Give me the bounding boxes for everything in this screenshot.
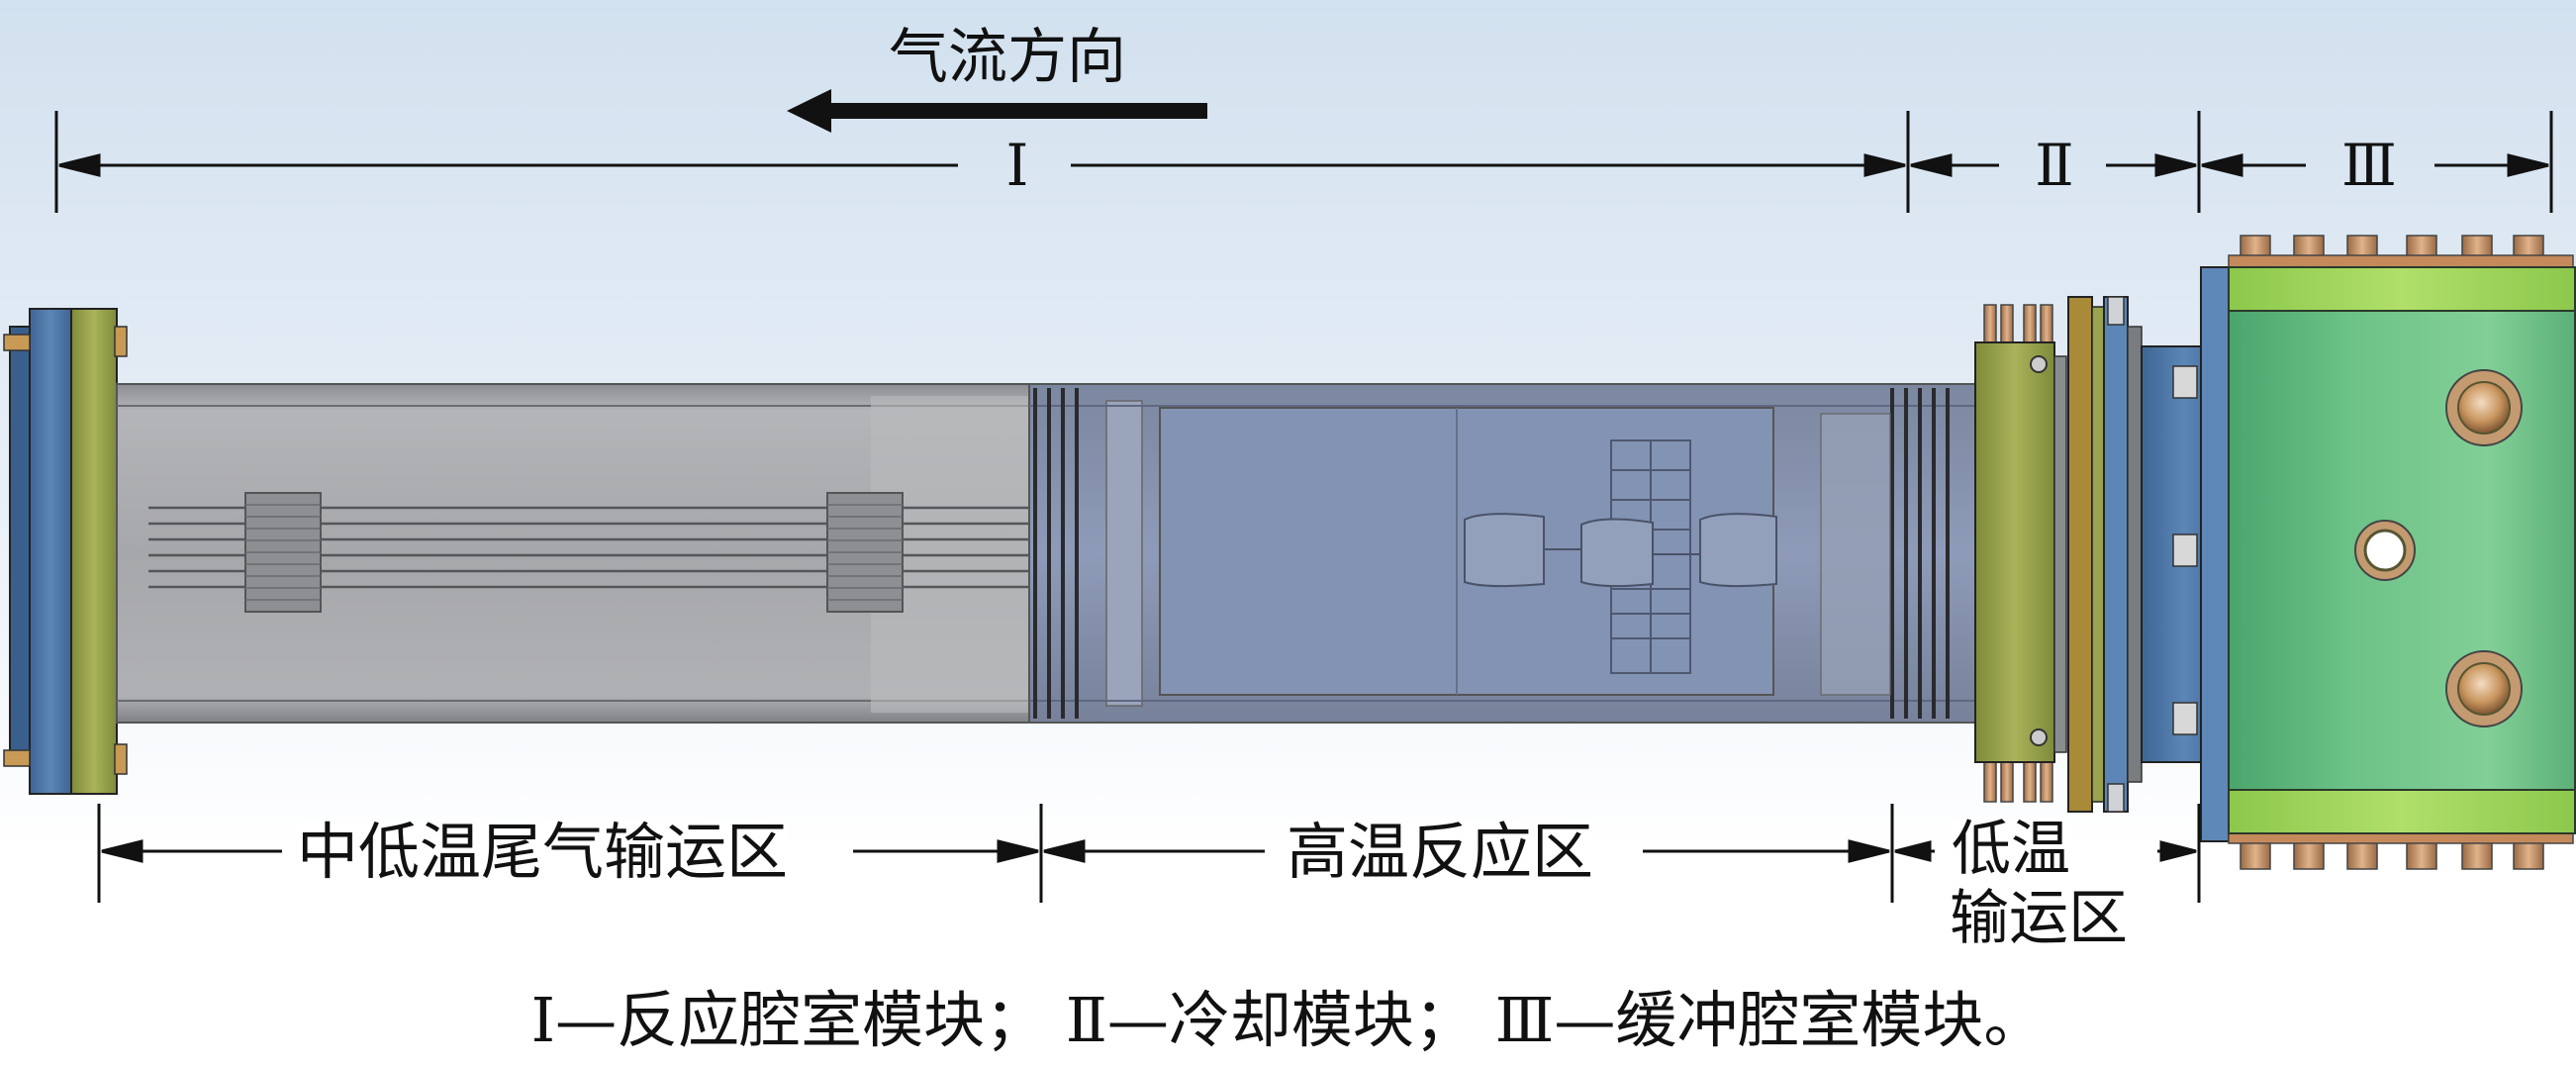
zone-low-temp-label-line1: 低温 <box>1952 815 2070 884</box>
zone-dimension-lines <box>97 804 2201 903</box>
zone-high-temp-label: 高温反应区 <box>1287 816 1594 888</box>
module-I-label: Ⅰ <box>1005 132 1029 199</box>
flow-direction-arrow <box>787 89 1207 133</box>
module-III-label: Ⅲ <box>2341 132 2397 199</box>
high-temp-chamber <box>1028 383 1985 724</box>
left-flange <box>3 308 128 795</box>
zone-low-temp-label-line2: 输运区 <box>1950 884 2128 953</box>
module-II-label: Ⅱ <box>2035 132 2074 199</box>
flow-direction-label: 气流方向 <box>889 23 1126 92</box>
buffer-chamber <box>2141 235 2576 870</box>
figure-caption: Ⅰ—反应腔室模块； Ⅱ—冷却模块； Ⅲ—缓冲腔室模块。 <box>530 984 2046 1056</box>
cooling-module <box>1974 296 2143 813</box>
zone-mid-low-temp-label: 中低温尾气输运区 <box>297 816 789 888</box>
module-dimension-lines <box>54 111 2553 213</box>
